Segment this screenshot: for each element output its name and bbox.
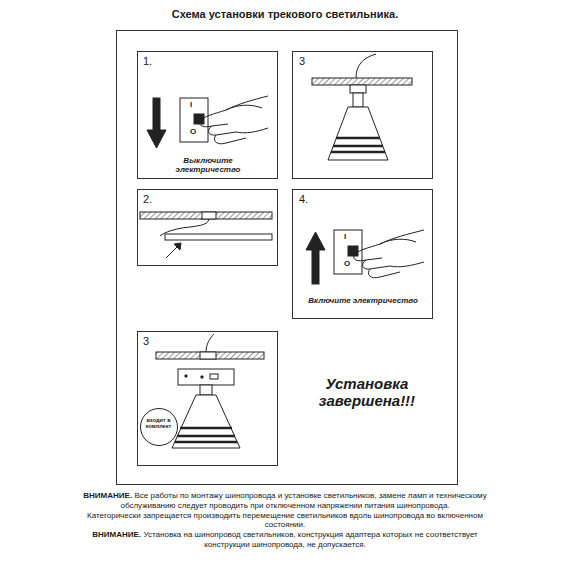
step-number: 4.: [299, 193, 308, 206]
step-number: 3: [143, 335, 149, 348]
step-number: 3: [299, 55, 305, 68]
step-number: 2.: [143, 193, 152, 206]
warning-text: Категорически запрещается производить пе…: [87, 511, 483, 530]
warning-paragraph: Категорически запрещается производить пе…: [75, 511, 495, 531]
step-panel: 1. Выключите электричество: [137, 51, 278, 179]
diagram-title: Схема установки трекового светильника.: [0, 8, 570, 20]
frame: Установка завершена!!! 1. Выключите электр…: [116, 30, 458, 485]
warning-heading: ВНИМАНИЕ.: [83, 491, 132, 500]
warning-paragraph: ВНИМАНИЕ.Все работы по монтажу шинопрово…: [75, 491, 495, 511]
step-number: 1.: [143, 55, 152, 68]
warning-heading: ВНИМАНИЕ.: [92, 530, 141, 539]
step-panel: 3: [292, 51, 433, 179]
step-panel: 2.: [137, 189, 278, 266]
switch-off-illustration: [147, 96, 268, 148]
switch-on-illustration: [306, 230, 424, 284]
step-caption: Выключите электричество: [153, 156, 263, 174]
warning-notes: ВНИМАНИЕ.Все работы по монтажу шинопрово…: [75, 491, 495, 550]
kit-badge: входит в комплект: [140, 408, 178, 446]
switch-mark: I: [190, 100, 192, 109]
step-panel: 3 входит в комплект: [137, 331, 278, 466]
warning-text: Установка на шинопровод светильников, ко…: [143, 530, 477, 549]
completion-note: Установка завершена!!!: [285, 375, 449, 410]
warning-text: Все работы по монтажу шинопровода и уста…: [120, 491, 486, 510]
badge-text: входит в комплект: [144, 417, 173, 430]
switch-mark: O: [190, 127, 196, 136]
track-lamp-illustration: [312, 54, 412, 160]
track-connection-illustration: [140, 212, 272, 258]
switch-mark: I: [344, 232, 346, 241]
step-caption: Включите электричество: [308, 296, 418, 305]
step-panel: 4. Включите электричество: [292, 189, 433, 319]
switch-mark: O: [344, 259, 350, 268]
warning-paragraph: ВНИМАНИЕ.Установка на шинопровод светиль…: [75, 530, 495, 550]
